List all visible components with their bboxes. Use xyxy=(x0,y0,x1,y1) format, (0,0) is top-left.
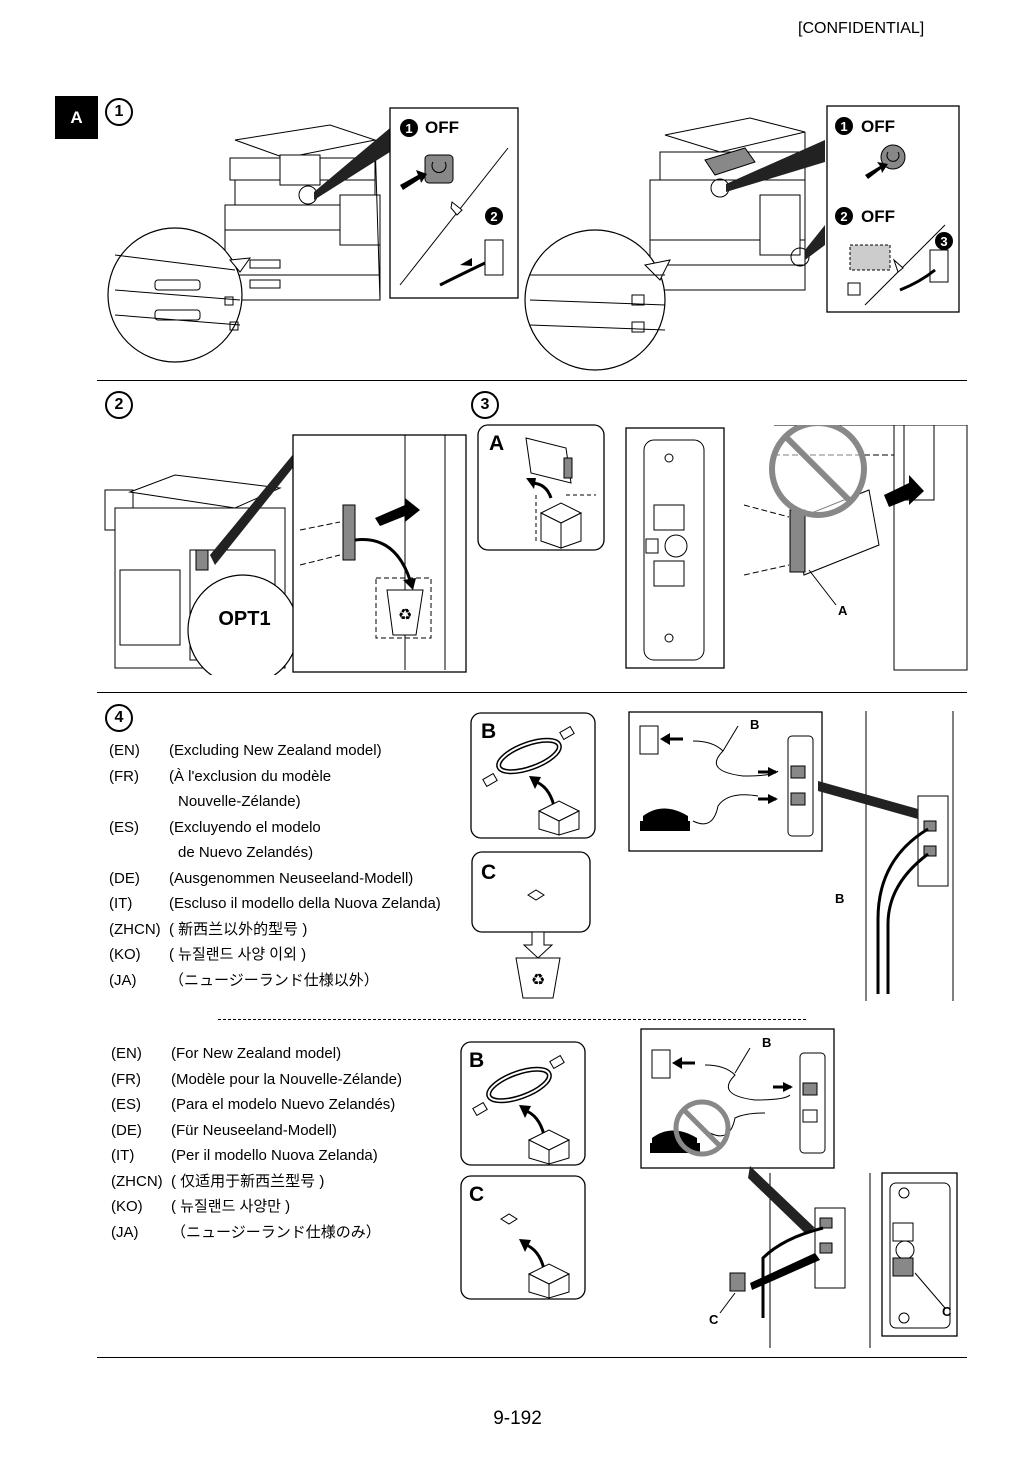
list-item: (JA)（ニュージーランド仕様のみ） xyxy=(111,1223,381,1241)
svg-text:♻: ♻ xyxy=(531,972,545,989)
confidential-label: [CONFIDENTIAL] xyxy=(798,20,925,37)
section-divider xyxy=(97,692,967,693)
non-nz-language-list: (EN)(Excluding New Zealand model) (FR)(À… xyxy=(109,738,469,993)
opt1-callout-label: OPT1 xyxy=(218,608,271,630)
page-number: 9-192 xyxy=(493,1408,542,1429)
list-item: (IT)(Per il modello Nuova Zelanda) xyxy=(111,1147,378,1164)
step4-b-label-bottom: B xyxy=(469,1049,485,1072)
step1-left-illustration: 1 2 xyxy=(107,107,519,363)
step4-box-b-bottom xyxy=(460,1041,586,1166)
step-4-number: 4 xyxy=(105,704,133,732)
list-item: (JA)（ニュージーランド仕様以外） xyxy=(109,971,379,989)
list-item: de Nuevo Zelandés) xyxy=(178,844,314,861)
step4-c-pointer-left: C xyxy=(709,1312,719,1327)
step4-c-pointer-right: C xyxy=(942,1304,952,1319)
off-label-step1-right-2: OFF xyxy=(861,207,895,226)
step3-a-label: A xyxy=(489,432,505,455)
step-1-number: 1 xyxy=(105,98,133,126)
list-item: (FR)(À l'exclusion du modèle xyxy=(109,767,332,785)
step3-card-install xyxy=(625,425,968,671)
list-item: (KO)( 뉴질랜드 사양 이외 ) xyxy=(109,946,307,963)
section-tab: A xyxy=(55,96,98,139)
step1-right-illustration: 1 2 3 xyxy=(524,105,960,371)
list-item: (ZHCN)( 新西兰以外的型号 ) xyxy=(109,920,308,938)
svg-text:1: 1 xyxy=(840,119,847,134)
dashed-divider xyxy=(218,1019,806,1020)
list-item: Nouvelle-Zélande) xyxy=(178,793,301,810)
svg-text:♻: ♻ xyxy=(398,607,412,624)
list-item: (FR)(Modèle pour la Nouvelle-Zélande) xyxy=(111,1070,402,1088)
step4-box-b-top xyxy=(470,712,596,839)
svg-text:2: 2 xyxy=(490,209,497,224)
list-item: (DE)(Ausgenommen Neuseeland-Modell) xyxy=(109,869,414,887)
list-item: (ES)(Para el modelo Nuevo Zelandés) xyxy=(111,1096,396,1113)
list-item: (KO)( 뉴질랜드 사양만 ) xyxy=(111,1198,291,1215)
step-3-number: 3 xyxy=(471,391,499,419)
step3-box-a xyxy=(477,424,605,551)
svg-text:3: 3 xyxy=(940,234,947,249)
off-label-step1-left: OFF xyxy=(425,118,459,137)
section-divider xyxy=(97,1357,967,1358)
off-label-step1-right-1: OFF xyxy=(861,117,895,136)
step4-bottom-wiring xyxy=(640,1028,958,1348)
step4-top-wiring xyxy=(628,711,954,1001)
step4-c-label-top: C xyxy=(481,861,497,884)
step4-cable-label-top: B xyxy=(750,717,760,732)
step2-illustration: ♻ xyxy=(104,434,467,675)
list-item: (ZHCN)( 仅适用于新西兰型号 ) xyxy=(111,1172,325,1190)
section-divider xyxy=(97,380,967,381)
svg-text:2: 2 xyxy=(840,209,847,224)
step-2-number: 2 xyxy=(105,391,133,419)
step4-box-c-top: ♻ xyxy=(471,851,591,999)
list-item: (DE)(Für Neuseeland-Modell) xyxy=(111,1121,337,1139)
list-item: (ES)(Excluyendo el modelo xyxy=(109,818,321,836)
step4-cable-label-side: B xyxy=(835,891,845,906)
step4-box-c-bottom xyxy=(460,1175,586,1300)
step3-pointer-a: A xyxy=(838,603,848,618)
list-item: (EN)(Excluding New Zealand model) xyxy=(109,742,382,759)
svg-text:1: 1 xyxy=(405,121,412,136)
step4-cable-label-bottom: B xyxy=(762,1035,772,1050)
nz-language-list: (EN)(For New Zealand model) (FR)(Modèle … xyxy=(111,1041,451,1245)
list-item: (EN)(For New Zealand model) xyxy=(111,1045,342,1062)
step4-b-label-top: B xyxy=(481,720,497,743)
step4-c-label-bottom: C xyxy=(469,1183,485,1206)
list-item: (IT)(Escluso il modello della Nuova Zela… xyxy=(109,895,441,912)
